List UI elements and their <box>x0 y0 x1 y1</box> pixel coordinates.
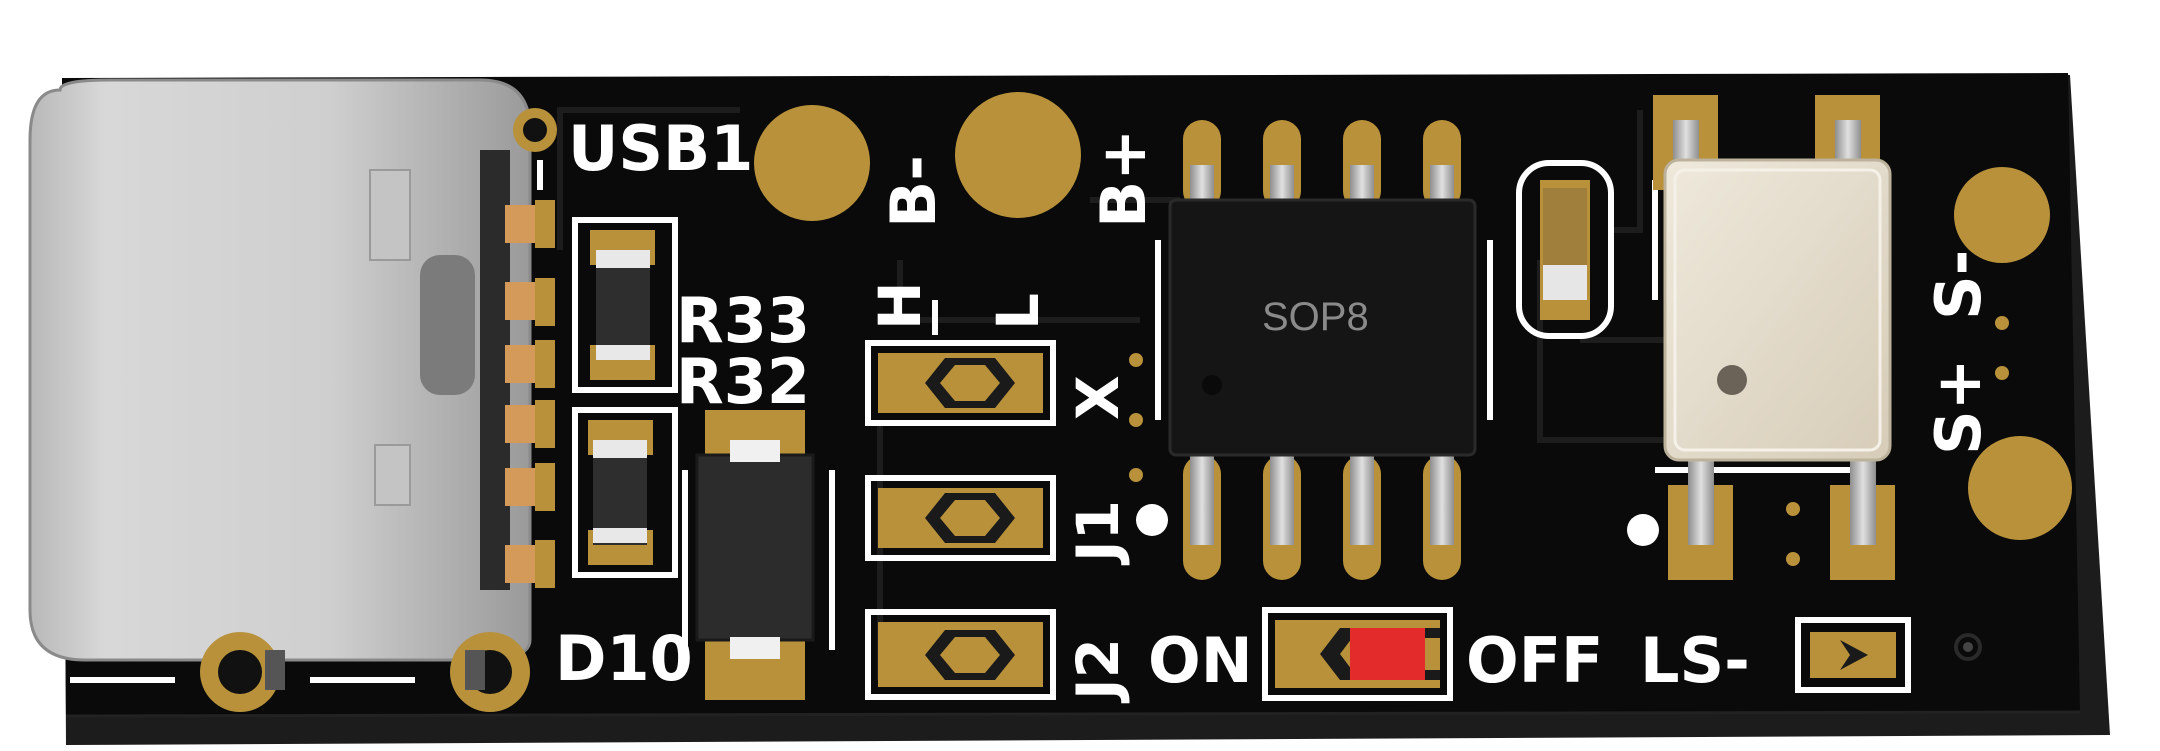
jumper-x <box>865 300 1056 426</box>
label-j2: J2 <box>1064 638 1132 704</box>
label-s-minus: S- <box>1922 250 1995 320</box>
label-x: X <box>1064 375 1132 420</box>
label-usb1: USB1 <box>568 112 753 185</box>
label-on: ON <box>1148 624 1253 697</box>
pad-b-plus <box>955 92 1081 218</box>
switch-knob <box>1350 628 1425 680</box>
label-s-plus: S+ <box>1922 358 1995 455</box>
battery-pads <box>754 92 1081 221</box>
capacitor-c3 <box>1516 160 1614 339</box>
pin1-marker <box>1136 504 1168 536</box>
pad-s-minus <box>1954 167 2050 263</box>
label-ls-minus: LS- <box>1640 624 1750 697</box>
label-b-plus: B+ <box>1087 129 1160 228</box>
resistor-r33 <box>572 217 678 393</box>
usb-c-connector <box>28 78 557 712</box>
pad-b-minus <box>754 105 870 221</box>
label-r33: R33 <box>676 284 810 357</box>
ls-minus-pad <box>1795 617 1911 693</box>
jumper-j1 <box>865 475 1056 561</box>
label-h: H <box>866 281 934 330</box>
label-r32: R32 <box>676 345 810 418</box>
label-j1: J1 <box>1064 500 1132 566</box>
vias <box>1129 316 2009 661</box>
sense-pads <box>1954 167 2072 540</box>
label-sop8: SOP8 <box>1262 295 1369 339</box>
label-b-minus: B- <box>877 155 950 228</box>
resistor-r32 <box>572 407 678 578</box>
power-switch[interactable] <box>1262 607 1453 701</box>
sop8-chip <box>1136 120 1493 580</box>
diode-d10 <box>682 410 835 700</box>
label-d10: D10 <box>555 622 693 695</box>
relay-pin1-marker <box>1627 514 1659 546</box>
solid-state-relay <box>1627 95 1895 580</box>
jumper-j2 <box>865 609 1056 700</box>
label-l: L <box>984 293 1052 330</box>
pad-s-plus <box>1968 436 2072 540</box>
label-off: OFF <box>1466 624 1603 697</box>
